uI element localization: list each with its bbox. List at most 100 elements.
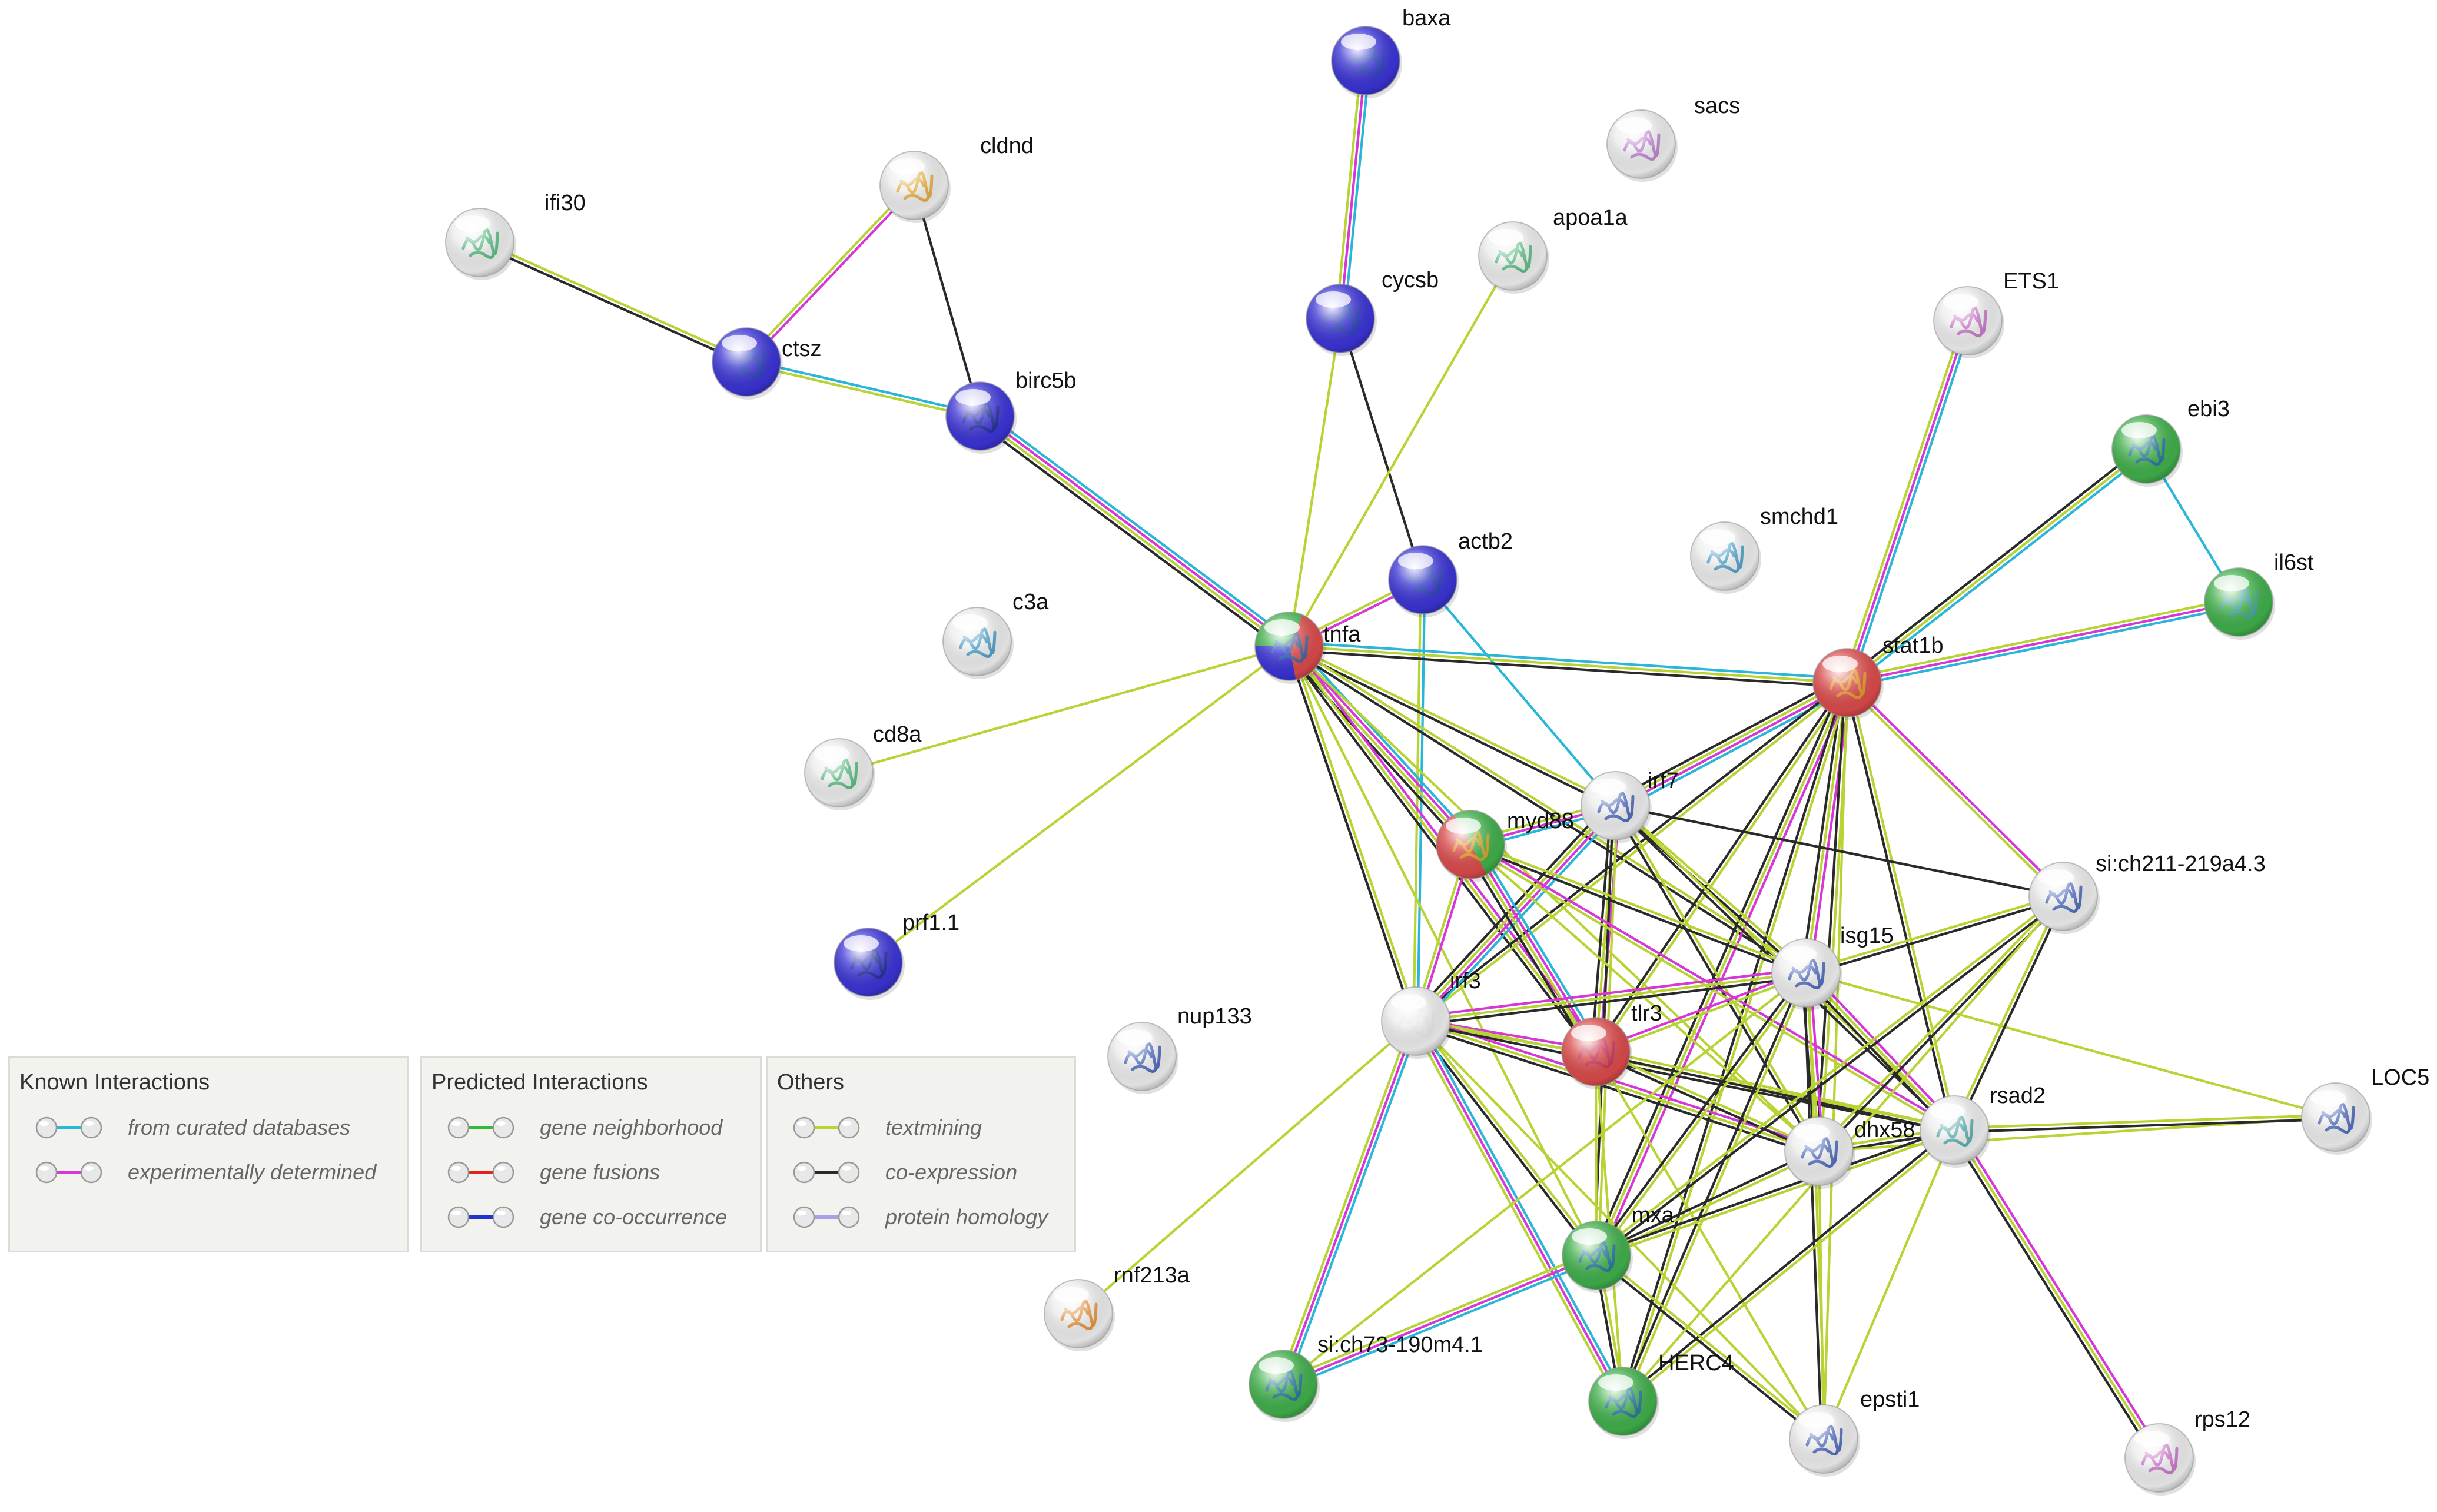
edge-irf3-HERC4[interactable] [1411,1018,1628,1404]
node-tnfa[interactable]: tnfa [1254,612,1361,684]
edge-tnfa-stat1b[interactable] [1289,640,1848,689]
node-apoa1a[interactable]: apoa1a [1478,205,1628,294]
edge-line-textmining [1281,1250,1596,1382]
node-si:ch211-219a4.3[interactable]: si:ch211-219a4.3 [2028,852,2266,934]
node-ebi3[interactable]: ebi3 [2111,397,2230,487]
edge-rsad2-si:ch211-219a4.3[interactable] [1951,895,2067,1132]
node-isg15[interactable]: isg15 [1771,923,1894,1011]
node-label: si:ch211-219a4.3 [2096,852,2266,876]
node-ifi30[interactable]: ifi30 [445,191,586,280]
edge-myd88-isg15[interactable] [1469,841,1808,976]
node-c3a[interactable]: c3a [942,590,1049,679]
node-irf7[interactable]: irf7 [1581,769,1679,843]
edge-stat1b-irf3[interactable] [1413,680,1850,1024]
node-sacs[interactable]: sacs [1606,94,1740,182]
node-mxa[interactable]: mxa [1562,1203,1675,1293]
edge-cycsb-actb2[interactable] [1339,318,1425,580]
node-label: il6st [2274,550,2314,575]
node-rnf213a[interactable]: rnf213a [1044,1263,1190,1351]
edge-isg15-HERC4[interactable] [1619,971,1810,1403]
node-il6st[interactable]: il6st [2204,550,2314,640]
node-cycsb[interactable]: cycsb [1306,268,1439,356]
edge-ctsz-birc5b[interactable] [745,358,981,420]
edge-tlr3-isg15[interactable] [1595,969,1807,1055]
node-ETS1[interactable]: ETS1 [1933,269,2059,358]
edge-birc5b-tnfa[interactable] [975,410,1294,653]
node-highlight [1799,1412,1834,1428]
edge-rsad2-HERC4[interactable] [1621,1127,1957,1404]
edge-mxa-si:ch211-219a4.3[interactable] [1594,893,2066,1258]
edge-rsad2-mxa[interactable] [1595,1126,1955,1259]
node-cldnd[interactable]: cldnd [879,134,1034,223]
edge-tnfa-prf1.1[interactable] [867,645,1290,963]
node-epsti1[interactable]: epsti1 [1789,1387,1920,1477]
edge-rsad2-epsti1[interactable] [1822,1129,1955,1440]
edge-tlr3-rsad2[interactable] [1595,1048,1955,1134]
edge-isg15-rsad2[interactable] [1802,969,1958,1134]
node-ctsz[interactable]: ctsz [712,327,822,400]
edge-ETS1-stat1b[interactable] [1842,319,1973,684]
edge-tnfa-irf3[interactable] [1286,645,1419,1022]
edge-il6st-stat1b[interactable] [1846,597,2240,688]
edge-tnfa-dhx58[interactable] [1288,645,1820,1152]
edge-myd88-tlr3[interactable] [1464,840,1602,1056]
node-cd8a[interactable]: cd8a [804,722,922,810]
edge-dhx58-epsti1[interactable] [1817,1151,1825,1440]
edge-line-coexpression [975,420,1286,653]
edge-apoa1a-tnfa[interactable] [1288,255,1514,647]
edge-line-textmining [1596,1131,1955,1259]
edge-irf3-mxa[interactable] [1413,1019,1599,1258]
edge-tnfa-cd8a[interactable] [838,644,1290,775]
edge-stat1b-mxa[interactable] [1591,680,1852,1258]
edge-tnfa-isg15[interactable] [1287,643,1808,976]
edge-irf7-si:ch211-219a4.3[interactable] [1615,804,2064,898]
node-nup133[interactable]: nup133 [1107,1004,1252,1094]
node-si:ch73-190m4.1[interactable]: si:ch73-190m4.1 [1249,1332,1483,1422]
node-myd88[interactable]: myd88 [1436,809,1574,882]
node-baxa[interactable]: baxa [1331,6,1451,98]
edge-baxa-cycsb[interactable] [1334,60,1372,319]
edge-line-textmining [1822,1129,1955,1440]
node-stat1b[interactable]: stat1b [1812,633,1944,720]
edge-stat1b-isg15[interactable] [1800,682,1853,974]
edge-rsad2-LOC5[interactable] [1954,1114,2336,1134]
node-smchd1[interactable]: smchd1 [1690,504,1838,594]
edge-isg15-LOC5[interactable] [1805,971,2336,1119]
node-LOC5[interactable]: LOC5 [2301,1065,2429,1155]
edge-irf7-isg15[interactable] [1613,803,1808,976]
node-tlr3[interactable]: tlr3 [1561,1001,1662,1089]
edge-ebi3-stat1b[interactable] [1844,444,2150,687]
edge-stat1b-rsad2[interactable] [1844,682,1958,1131]
edge-tnfa-mxa[interactable] [1288,646,1598,1256]
edge-tlr3-epsti1[interactable] [1595,1051,1825,1440]
node-rsad2[interactable]: rsad2 [1920,1084,2046,1168]
edge-tnfa-irf7[interactable] [1287,643,1617,809]
edge-mxa-si:ch73-190m4.1[interactable] [1281,1250,1599,1390]
edge-stat1b-HERC4[interactable] [1619,682,1851,1403]
node-irf3[interactable]: irf3 [1381,969,1481,1059]
node-label: cldnd [980,134,1034,158]
edge-stat1b-si:ch211-219a4.3[interactable] [1845,680,2066,899]
edge-irf3-rnf213a[interactable] [1077,1020,1417,1315]
node-highlight [2134,1431,2170,1447]
node-HERC4[interactable]: HERC4 [1588,1351,1734,1439]
edge-actb2-irf7[interactable] [1422,579,1616,807]
edge-cldnd-ctsz[interactable] [743,183,917,364]
edge-irf3-isg15[interactable] [1415,967,1807,1027]
edge-isg15-si:ch211-219a4.3[interactable] [1805,893,2064,976]
node-rps12[interactable]: rps12 [2124,1407,2250,1496]
edge-irf3-si:ch73-190m4.1[interactable] [1278,1019,1421,1387]
edge-line-textmining [1954,1114,2336,1129]
edge-cycsb-tnfa[interactable] [1287,318,1342,647]
node-dhx58[interactable]: dhx58 [1784,1116,1915,1189]
edge-rsad2-rps12[interactable] [1950,1127,2164,1461]
edge-line-textmining [838,644,1290,775]
node-actb2[interactable]: actb2 [1388,529,1513,617]
edge-cldnd-birc5b[interactable] [912,185,982,417]
node-birc5b[interactable]: birc5b [945,368,1077,454]
edge-isg15-mxa[interactable] [1593,971,1809,1258]
node-prf1.1[interactable]: prf1.1 [834,910,959,1000]
edge-isg15-si:ch73-190m4.1[interactable] [1282,972,1807,1385]
edge-ifi30-ctsz[interactable] [478,239,748,365]
edge-mxa-epsti1[interactable] [1594,1252,1826,1442]
